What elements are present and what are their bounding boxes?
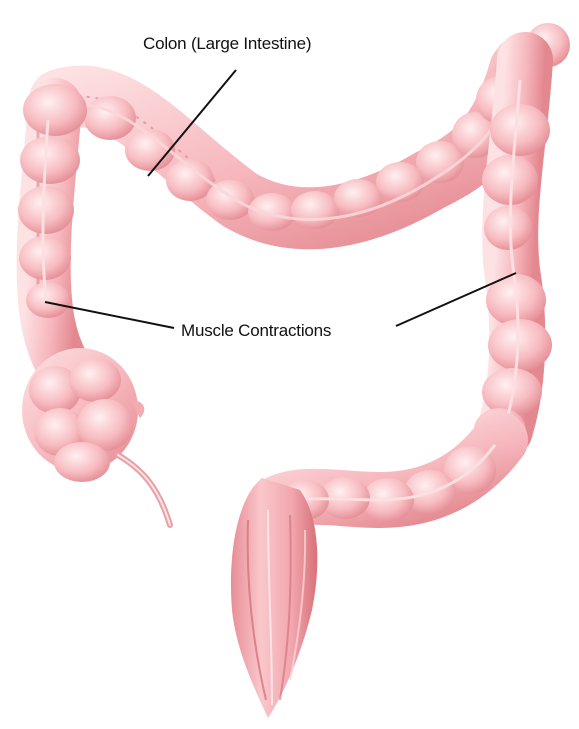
muscle-contractions-label: Muscle Contractions [181,321,331,341]
appendix [118,455,170,525]
ascending-colon [18,84,87,380]
colon-label: Colon (Large Intestine) [143,34,311,54]
rectum [231,478,317,718]
